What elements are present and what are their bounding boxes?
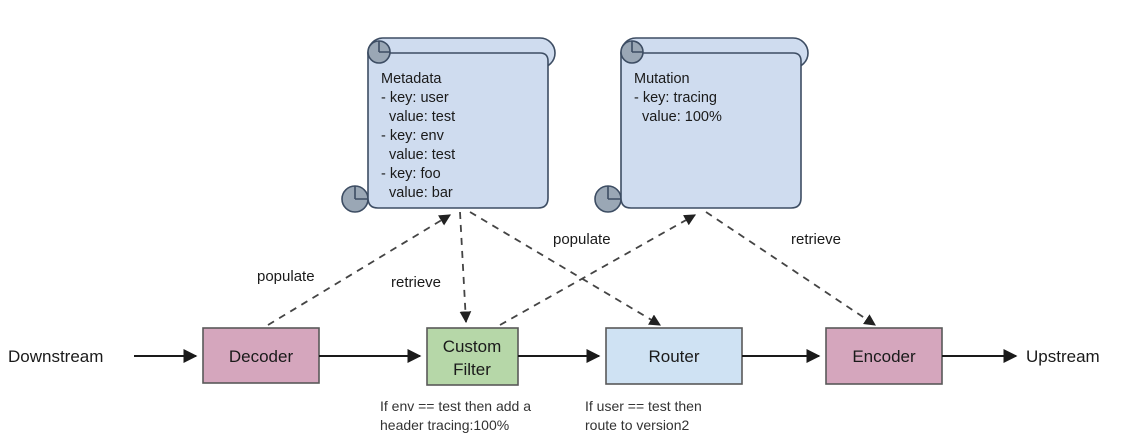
edge-filter-populate-mutation [499,214,697,326]
edge-label-filter-retrieve: retrieve [391,274,441,291]
scroll2-top-curl-detail-icon [631,41,643,53]
scroll-metadata-title: Metadata [381,71,442,87]
node-encoder-box[interactable] [825,327,943,385]
scroll-body [367,52,549,209]
edge-mutation-retrieve-encoder [705,211,876,326]
edge-decoder-populate-metadata [267,214,452,326]
scroll-mutation: Mutation - key: tracing value: 100% [594,37,809,213]
edge-metadata-retrieve-router [469,211,662,326]
scroll-metadata-line-6: value: bar [381,185,453,201]
edge-metadata-retrieve-filter [459,211,472,324]
note-custom-filter-line1: If env == test then add a [380,398,531,414]
note-custom-filter-line2: header tracing:100% [380,417,509,433]
scroll-mutation-line-1: - key: tracing [634,90,717,106]
node-decoder-label: Decoder [229,347,294,366]
scroll-mutation-line-2: value: 100% [634,109,722,125]
node-decoder[interactable]: Decoder [202,327,320,384]
node-encoder[interactable]: Encoder [825,327,943,385]
node-custom-filter-box[interactable] [426,327,519,386]
node-custom-filter-label-line1: Custom [443,337,502,356]
edge-label-filter-populate: populate [553,231,611,248]
edge-label-encoder-retrieve: retrieve [791,231,841,248]
endpoint-label-upstream: Upstream [1026,347,1100,366]
note-router-line1: If user == test then [585,398,702,414]
endpoint-label-downstream: Downstream [8,347,103,366]
scroll-metadata: Metadata - key: user value: test - key: … [341,37,556,213]
scroll-metadata-line-2: value: test [381,109,455,125]
node-router-box[interactable] [605,327,743,385]
note-router-line2: route to version2 [585,417,689,433]
scroll-metadata-line-4: value: test [381,147,455,163]
node-router[interactable]: Router [605,327,743,385]
scroll-metadata-line-3: - key: env [381,128,445,144]
edge-label-decoder-populate: populate [257,268,315,285]
scroll-metadata-line-1: - key: user [381,90,449,106]
node-decoder-box[interactable] [202,327,320,384]
scroll-mutation-title: Mutation [634,71,690,87]
scroll-top-curl-detail-icon [378,41,390,53]
scroll2-bottom-curl-detail-icon [607,186,621,200]
node-encoder-label: Encoder [852,347,916,366]
scroll2-body [620,52,802,209]
scroll-bottom-curl-detail-icon [354,186,368,200]
node-custom-filter-label-line2: Filter [453,360,491,379]
node-custom-filter[interactable]: Custom Filter [426,327,519,386]
node-router-label: Router [648,347,699,366]
scroll-metadata-line-5: - key: foo [381,166,441,182]
